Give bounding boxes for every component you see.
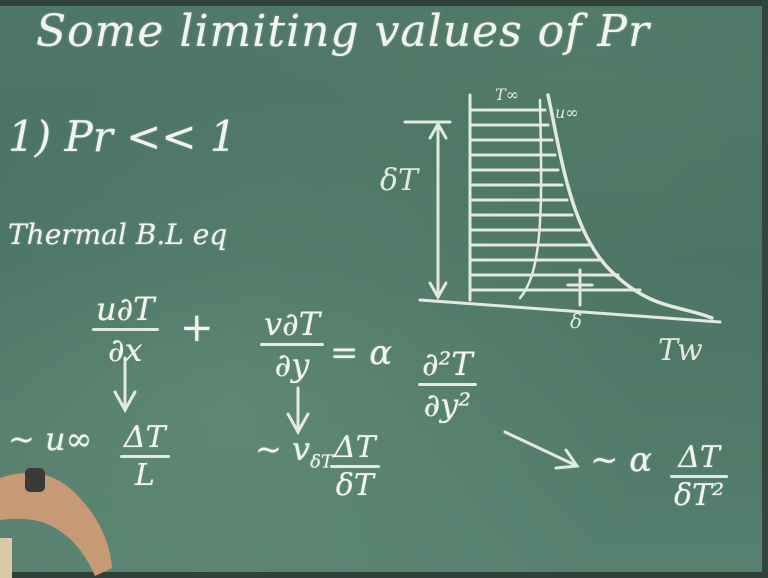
board-frame-top (0, 0, 768, 6)
scale1-numerator: ΔT (124, 420, 166, 455)
diagram-u-inf: u∞ (555, 103, 579, 122)
fraction-bar (418, 383, 477, 386)
scale2-denominator: δT (335, 468, 374, 503)
scale3-prefix: ~ α (590, 440, 653, 480)
term-v-dT-dy: v∂T ∂y (260, 305, 324, 384)
plus-sign: + (180, 305, 214, 351)
scale1-prefix: ~ u∞ (8, 420, 93, 458)
scale3-numerator: ΔT (678, 440, 720, 475)
prandtl-condition: 1) Pr << 1 (8, 112, 237, 161)
term-u-dT-dx: u∂T ∂x (92, 290, 159, 369)
board-title: Some limiting values of Pr (36, 6, 651, 57)
term1-numerator: u∂T (96, 290, 155, 328)
dim-arrow-down (428, 281, 448, 301)
diagram-t-w: Tw (658, 333, 703, 368)
dim-arrow-up (428, 120, 448, 140)
term3-numerator: ∂²T (422, 345, 473, 383)
lecturer-arm-image (0, 468, 112, 578)
scale2-prefix: ~ vδT (255, 430, 333, 472)
scale1-denominator: L (134, 458, 155, 493)
scale3-fraction: ΔT δT² (670, 440, 729, 513)
scale1-fraction: ΔT L (120, 420, 170, 493)
fraction-bar (330, 465, 380, 468)
term2-numerator: v∂T (264, 305, 320, 343)
fraction-bar (670, 475, 729, 478)
board-frame-bottom (0, 572, 768, 578)
board-frame-right (762, 0, 768, 578)
term3-denominator: ∂y² (423, 386, 472, 424)
scale2-v: ~ v (255, 430, 311, 468)
surface-line (418, 298, 722, 324)
diagram-t-inf: T∞ (495, 85, 519, 104)
scale3-denominator: δT² (674, 478, 725, 513)
fraction-bar (92, 328, 159, 331)
term-d2T-dy2: ∂²T ∂y² (418, 345, 477, 424)
diagram-delta: δ (570, 309, 582, 333)
fraction-bar (260, 343, 324, 346)
diagram-delta-t: δT (380, 163, 420, 198)
fraction-bar (120, 455, 170, 458)
scale2-fraction: ΔT δT (330, 430, 380, 503)
thermal-bl-label: Thermal B.L eq (8, 218, 228, 251)
scale2-numerator: ΔT (334, 430, 376, 465)
term2-denominator: ∂y (274, 346, 310, 384)
scale2-subscript: δT (310, 451, 333, 473)
equals-alpha: = α (330, 333, 393, 373)
